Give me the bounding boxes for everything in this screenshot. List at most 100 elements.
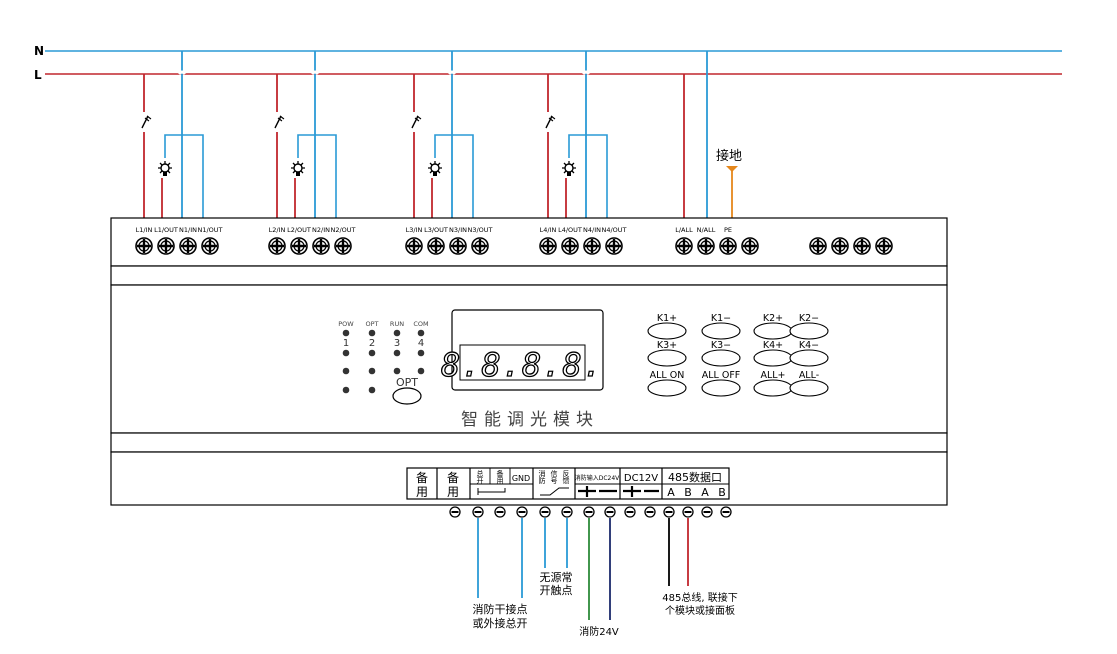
terminal-label: L2/IN — [269, 226, 286, 234]
terminal-screw[interactable] — [333, 236, 353, 256]
terminal-screw[interactable] — [740, 236, 760, 256]
master-a-2: 开 — [477, 477, 484, 485]
terminal-screw[interactable] — [538, 236, 558, 256]
terminal-screw[interactable] — [852, 236, 872, 256]
terminal-screw[interactable] — [582, 236, 602, 256]
terminal-screw[interactable] — [808, 236, 828, 256]
terminal-screw[interactable] — [470, 236, 490, 256]
bottom-pin[interactable] — [604, 506, 616, 518]
terminal-screw[interactable] — [289, 236, 309, 256]
key-label: ALL- — [799, 370, 819, 381]
bus-label-live: L — [34, 68, 42, 82]
terminal-screw[interactable] — [560, 236, 580, 256]
key-button[interactable] — [789, 379, 829, 397]
bottom-pin[interactable] — [644, 506, 656, 518]
terminal-label: L3/OUT — [424, 226, 448, 234]
note-passive-1: 无源常 — [540, 570, 573, 584]
terminal-screw[interactable] — [134, 236, 154, 256]
bottom-pin[interactable] — [472, 506, 484, 518]
terminal-label: N4/OUT — [601, 226, 626, 234]
terminal-screw[interactable] — [178, 236, 198, 256]
terminal-screw[interactable] — [674, 236, 694, 256]
key-button[interactable] — [753, 379, 793, 397]
key-button[interactable] — [789, 322, 829, 340]
svg-text:馈: 馈 — [563, 476, 570, 485]
terminal-screw[interactable] — [830, 236, 850, 256]
rs485-pin-a1: A — [667, 486, 675, 499]
bottom-pin[interactable] — [682, 506, 694, 518]
indicator-name: POW — [338, 320, 354, 328]
switch-icon — [545, 115, 556, 129]
note-rs485-1: 485总线, 联接下 — [662, 591, 737, 604]
terminal-label: N3/OUT — [467, 226, 492, 234]
channel-wiring — [141, 51, 708, 226]
key-button[interactable] — [789, 349, 829, 367]
switch-icon — [411, 115, 422, 129]
spare2-bottom: 用 — [447, 485, 459, 499]
terminal-label: N/ALL — [697, 226, 716, 234]
terminal-screw[interactable] — [718, 236, 738, 256]
terminal-screw[interactable] — [404, 236, 424, 256]
key-button[interactable] — [647, 322, 687, 340]
terminal-screw[interactable] — [426, 236, 446, 256]
indicator-led — [368, 367, 376, 375]
terminal-screw[interactable] — [604, 236, 624, 256]
bottom-pin[interactable] — [494, 506, 506, 518]
key-label: K3+ — [657, 340, 677, 351]
terminal-label: N4/IN — [583, 226, 601, 234]
indicator-led — [342, 386, 350, 394]
indicator-led — [417, 367, 425, 375]
ground-label: 接地 — [716, 148, 742, 164]
terminal-screw[interactable] — [200, 236, 220, 256]
key-button[interactable] — [647, 379, 687, 397]
terminal-screw[interactable] — [156, 236, 176, 256]
key-button[interactable] — [701, 379, 741, 397]
indicator-number: 4 — [418, 338, 424, 349]
terminal-screw[interactable] — [874, 236, 894, 256]
module-terminal-block — [110, 217, 948, 267]
rs485-pin-b1: B — [684, 486, 692, 499]
terminal-screw[interactable] — [311, 236, 331, 256]
switch-icon — [274, 115, 285, 129]
terminal-label: L1/OUT — [154, 226, 178, 234]
indicator-led — [417, 349, 425, 357]
key-button[interactable] — [647, 349, 687, 367]
bottom-pin[interactable] — [539, 506, 551, 518]
key-button[interactable] — [701, 349, 741, 367]
bottom-pin[interactable] — [624, 506, 636, 518]
terminal-screw[interactable] — [448, 236, 468, 256]
svg-text:信: 信 — [551, 469, 558, 478]
svg-text:消: 消 — [539, 469, 546, 478]
module-rail-top — [110, 265, 948, 286]
display-window — [459, 344, 586, 381]
indicator-led — [342, 329, 350, 337]
key-button[interactable] — [753, 322, 793, 340]
key-button[interactable] — [701, 322, 741, 340]
module-rail-bottom — [110, 432, 948, 453]
bottom-pin[interactable] — [720, 506, 732, 518]
terminal-screw[interactable] — [267, 236, 287, 256]
bus-label-neutral: N — [34, 44, 44, 58]
gnd-label: GND — [512, 474, 530, 483]
bottom-pin[interactable] — [663, 506, 675, 518]
key-button[interactable] — [753, 349, 793, 367]
terminal-screw[interactable] — [696, 236, 716, 256]
opt-button[interactable] — [392, 387, 422, 405]
key-label: K4− — [799, 340, 819, 351]
key-label: ALL OFF — [702, 370, 741, 381]
bottom-pin[interactable] — [583, 506, 595, 518]
bottom-pin[interactable] — [449, 506, 461, 518]
rs485-pin-a2: A — [701, 486, 709, 499]
terminal-label: N1/OUT — [197, 226, 222, 234]
terminal-label: N3/IN — [449, 226, 467, 234]
key-label: K2− — [799, 313, 819, 324]
indicator-led — [393, 367, 401, 375]
bottom-pin[interactable] — [516, 506, 528, 518]
note-fire-dry-2: 或外接总开 — [473, 616, 528, 630]
master-a-1: 总 — [477, 469, 484, 478]
bottom-pin[interactable] — [561, 506, 573, 518]
bottom-pin[interactable] — [701, 506, 713, 518]
